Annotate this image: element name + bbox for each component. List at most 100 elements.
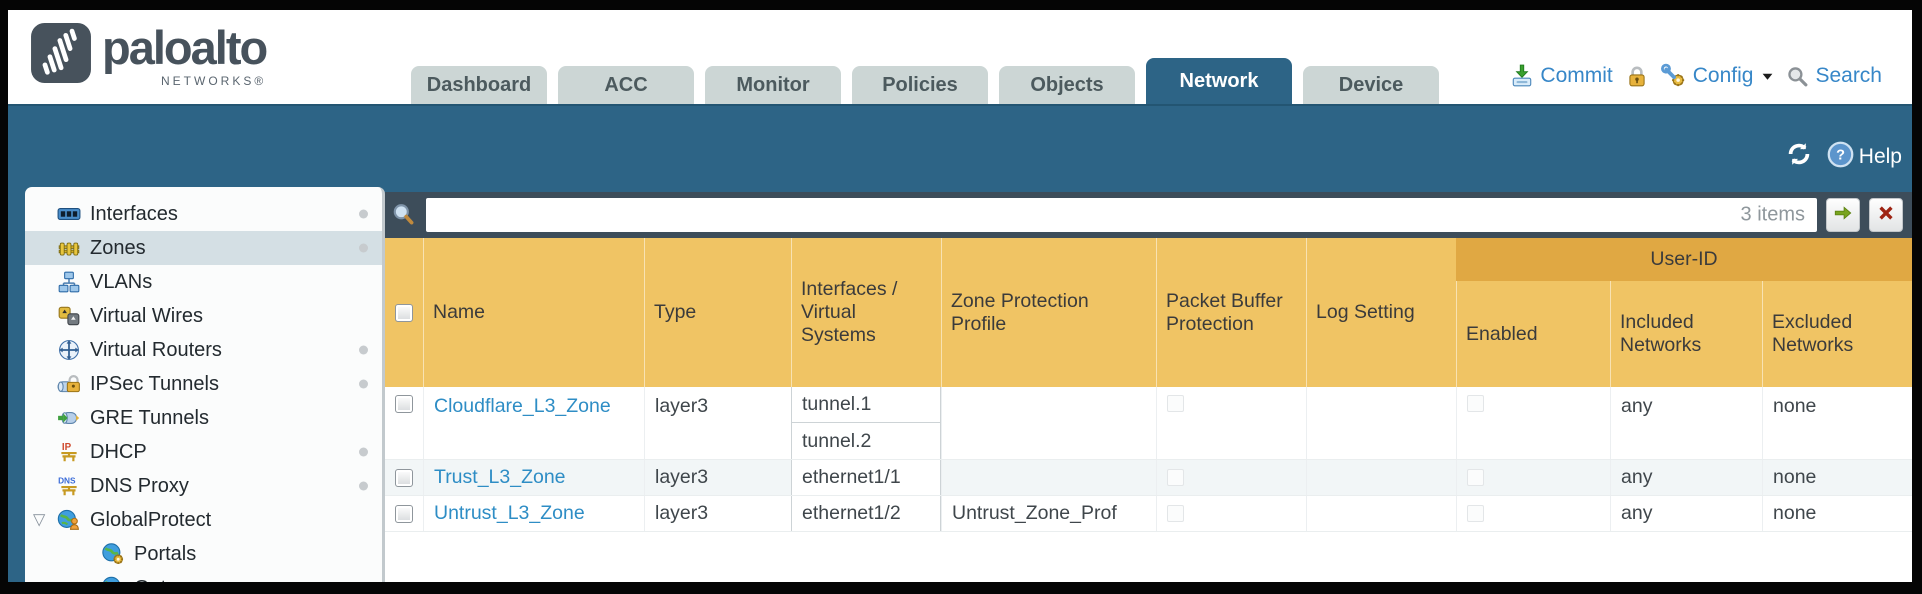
column-header-name[interactable]: Name xyxy=(423,238,644,387)
cell-log-setting xyxy=(1306,496,1456,531)
status-dot xyxy=(359,209,368,219)
cell-log-setting xyxy=(1306,460,1456,495)
lock-button[interactable] xyxy=(1625,64,1649,88)
ipsec-tunnels-icon xyxy=(57,372,81,396)
close-icon xyxy=(1875,202,1897,229)
vlans-icon xyxy=(57,270,81,294)
search-label: Search xyxy=(1815,64,1882,87)
cell-excluded-networks: none xyxy=(1762,460,1912,495)
tab-network[interactable]: Network xyxy=(1146,58,1292,104)
column-header-zone-protection-profile[interactable]: Zone Protection Profile xyxy=(941,238,1156,387)
select-all-checkbox[interactable] xyxy=(395,303,413,322)
cell-name: Trust_L3_Zone xyxy=(423,460,644,495)
globalprotect-icon xyxy=(57,508,81,532)
sidebar-item-vlans[interactable]: VLANs xyxy=(25,265,382,299)
zone-name-link[interactable]: Untrust_L3_Zone xyxy=(434,502,585,524)
row-checkbox[interactable] xyxy=(395,504,413,523)
virtual-wires-icon xyxy=(57,304,81,328)
user-id-enabled-checkbox xyxy=(1467,395,1484,412)
column-header-enabled[interactable]: Enabled xyxy=(1456,281,1610,387)
virtual-routers-icon xyxy=(57,338,81,362)
row-checkbox[interactable] xyxy=(395,468,413,487)
user-id-enabled-checkbox xyxy=(1467,469,1484,486)
commit-button[interactable]: Commit xyxy=(1510,64,1613,88)
interface-box: tunnel.2 xyxy=(802,429,872,452)
config-button[interactable]: Config xyxy=(1660,63,1775,89)
svg-text:IP: IP xyxy=(62,442,72,453)
page-toolbar: ? Help xyxy=(1785,140,1902,174)
help-label: Help xyxy=(1858,145,1902,168)
sidebar-item-ipsec-tunnels[interactable]: IPSec Tunnels xyxy=(25,367,382,401)
commit-icon xyxy=(1510,64,1534,88)
help-icon: ? xyxy=(1827,141,1854,174)
sidebar-item-globalprotect[interactable]: ▽GlobalProtect xyxy=(25,503,382,537)
column-header-type[interactable]: Type xyxy=(644,238,791,387)
cell-zone-protection-profile xyxy=(941,387,1156,459)
cell-zone-protection-profile: Untrust_Zone_Prof xyxy=(941,496,1156,531)
header-actions: Commit Config Search xyxy=(1510,63,1882,89)
svg-text:?: ? xyxy=(1836,147,1845,163)
sidebar-item-virtual-wires[interactable]: Virtual Wires xyxy=(25,299,382,333)
clear-filter-button[interactable] xyxy=(1869,198,1903,232)
tab-objects[interactable]: Objects xyxy=(999,66,1135,104)
expander-triangle-icon[interactable]: ▽ xyxy=(33,511,46,529)
row-select-cell xyxy=(385,496,423,531)
tab-policies[interactable]: Policies xyxy=(852,66,988,104)
row-select-cell xyxy=(385,460,423,495)
sidebar-item-gateways[interactable]: Gateways xyxy=(25,571,382,582)
filter-input-wrap: 3 items xyxy=(426,198,1817,232)
column-header-packet-buffer-protection[interactable]: Packet Buffer Protection xyxy=(1156,238,1306,387)
brand-subtitle: NETWORKS® xyxy=(161,74,267,88)
filter-input[interactable] xyxy=(426,198,1817,232)
tab-dashboard[interactable]: Dashboard xyxy=(411,66,547,104)
cell-included-networks: any xyxy=(1610,496,1762,531)
column-header-included-networks[interactable]: Included Networks xyxy=(1610,281,1762,387)
user-id-enabled-checkbox xyxy=(1467,505,1484,522)
tab-monitor[interactable]: Monitor xyxy=(705,66,841,104)
search-button[interactable]: Search xyxy=(1786,64,1882,88)
tab-device[interactable]: Device xyxy=(1303,66,1439,104)
sidebar-item-gre-tunnels[interactable]: GRE Tunnels xyxy=(25,401,382,435)
column-header-excluded-networks[interactable]: Excluded Networks xyxy=(1762,281,1912,387)
zone-name-link[interactable]: Trust_L3_Zone xyxy=(434,466,566,488)
tab-acc[interactable]: ACC xyxy=(558,66,694,104)
green-arrow-icon xyxy=(1832,202,1854,229)
sidebar-item-zones[interactable]: Zones xyxy=(25,231,382,265)
cell-user-id-enabled xyxy=(1456,387,1610,459)
brand-name: paloalto xyxy=(102,21,268,74)
column-header-interfaces[interactable]: Interfaces / Virtual Systems xyxy=(791,238,941,387)
apply-filter-button[interactable] xyxy=(1826,198,1860,232)
cell-packet-buffer-protection xyxy=(1156,460,1306,495)
cell-excluded-networks: none xyxy=(1762,387,1912,459)
sidebar-item-interfaces[interactable]: Interfaces xyxy=(25,197,382,231)
sidebar-item-label: Interfaces xyxy=(90,202,178,225)
interface-box: tunnel.1 xyxy=(792,387,940,423)
select-all-cell xyxy=(385,238,423,387)
cell-interfaces: ethernet1/2 xyxy=(791,496,941,531)
filter-bar: 3 items xyxy=(385,192,1912,238)
sidebar-item-label: Zones xyxy=(90,236,146,259)
cell-included-networks: any xyxy=(1610,460,1762,495)
refresh-button[interactable] xyxy=(1785,140,1813,174)
sidebar-item-virtual-routers[interactable]: Virtual Routers xyxy=(25,333,382,367)
sidebar-item-label: IPSec Tunnels xyxy=(90,372,219,395)
status-dot xyxy=(359,447,368,457)
help-button[interactable]: ? Help xyxy=(1827,141,1902,174)
interface-box: ethernet1/2 xyxy=(802,502,901,524)
cell-interfaces: ethernet1/1 xyxy=(791,460,941,495)
cell-packet-buffer-protection xyxy=(1156,387,1306,459)
cell-excluded-networks: none xyxy=(1762,496,1912,531)
column-header-log-setting[interactable]: Log Setting xyxy=(1306,238,1456,387)
packet-buffer-checkbox xyxy=(1167,505,1184,522)
status-dot xyxy=(359,345,368,355)
sidebar-item-label: Portals xyxy=(134,542,197,565)
row-checkbox[interactable] xyxy=(395,395,413,413)
sidebar-item-label: GRE Tunnels xyxy=(90,406,209,429)
zone-name-link[interactable]: Cloudflare_L3_Zone xyxy=(434,395,611,417)
sidebar-item-portals[interactable]: Portals xyxy=(25,537,382,571)
